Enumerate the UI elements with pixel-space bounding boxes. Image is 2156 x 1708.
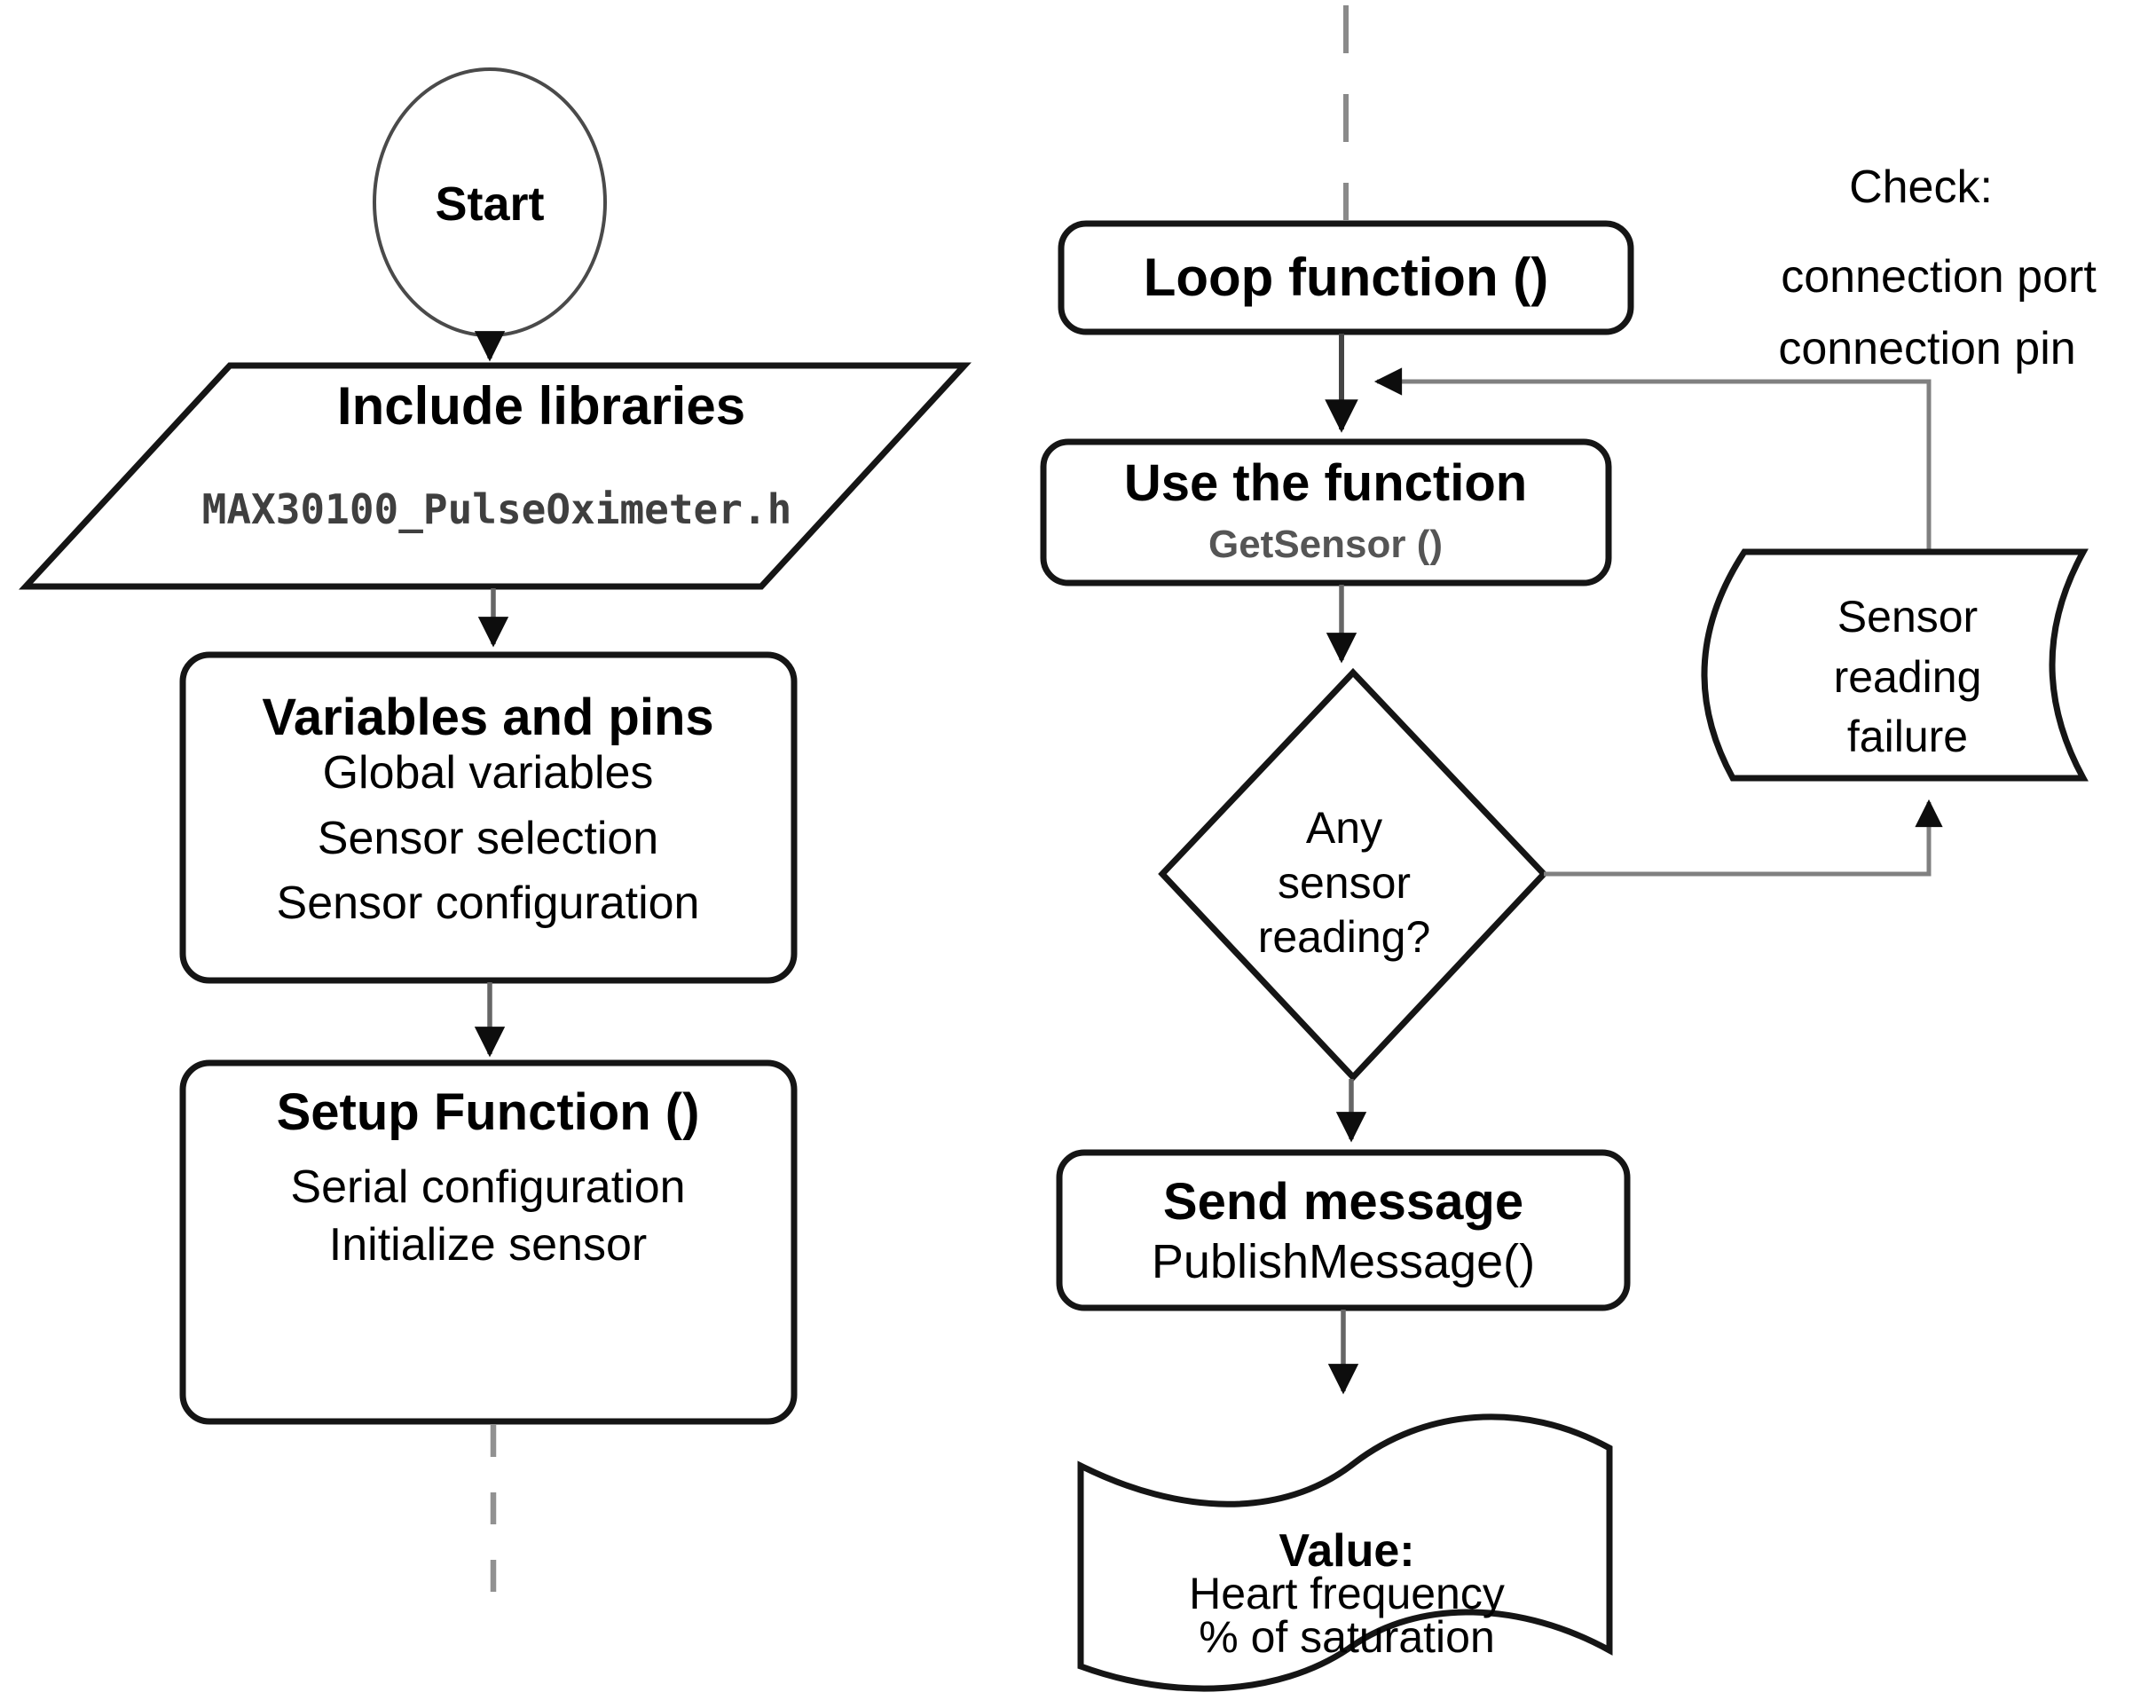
sensor-failure-line: failure: [1847, 712, 1968, 761]
use-function-title: Use the function: [1124, 454, 1527, 512]
value-output-line: % of saturation: [1199, 1612, 1495, 1662]
decision-line: sensor: [1278, 858, 1411, 908]
connector-decision-to-failure: [1544, 799, 1943, 877]
decision-any-sensor-reading-node: [1158, 667, 1548, 1082]
setup-function-line: Initialize sensor: [329, 1219, 647, 1271]
sensor-reading-failure-node: [1701, 548, 2089, 782]
variables-pins-line: Global variables: [323, 747, 654, 799]
variables-pins-node: [179, 651, 798, 984]
send-message-title: Send message: [1163, 1173, 1523, 1231]
value-output-line: Heart frequency: [1189, 1569, 1505, 1618]
loop-function-node: [1058, 220, 1634, 335]
setup-function-line: Serial configuration: [290, 1161, 685, 1213]
decision-line: reading?: [1258, 912, 1431, 962]
value-output-title: Value:: [1279, 1525, 1414, 1577]
setup-function-node: [179, 1059, 798, 1425]
use-function-node: [1040, 438, 1612, 586]
sensor-failure-line: reading: [1834, 652, 1982, 702]
check-note-line: connection port: [1781, 251, 2097, 303]
variables-pins-title: Variables and pins: [262, 689, 713, 746]
setup-function-title: Setup Function (): [277, 1083, 700, 1141]
decision-line: Any: [1306, 803, 1382, 853]
use-function-code: GetSensor (): [1208, 523, 1443, 566]
connector-failure-to-mainline: [1373, 367, 1932, 550]
check-note-line: connection pin: [1778, 323, 2075, 374]
include-libraries-code: MAX30100_PulseOximeter.h: [202, 485, 792, 533]
loop-function-title: Loop function (): [1144, 248, 1549, 307]
start-label: Start: [435, 177, 544, 231]
send-message-node: [1056, 1149, 1631, 1311]
sensor-failure-line: Sensor: [1837, 592, 1978, 641]
include-libraries-node: [19, 362, 972, 590]
variables-pins-line: Sensor configuration: [277, 878, 700, 929]
include-libraries-title: Include libraries: [337, 376, 745, 436]
send-message-code: PublishMessage(): [1152, 1235, 1535, 1288]
value-output-node: [1077, 1413, 1613, 1692]
check-note-line: Check:: [1849, 161, 1993, 213]
variables-pins-line: Sensor selection: [318, 813, 658, 864]
